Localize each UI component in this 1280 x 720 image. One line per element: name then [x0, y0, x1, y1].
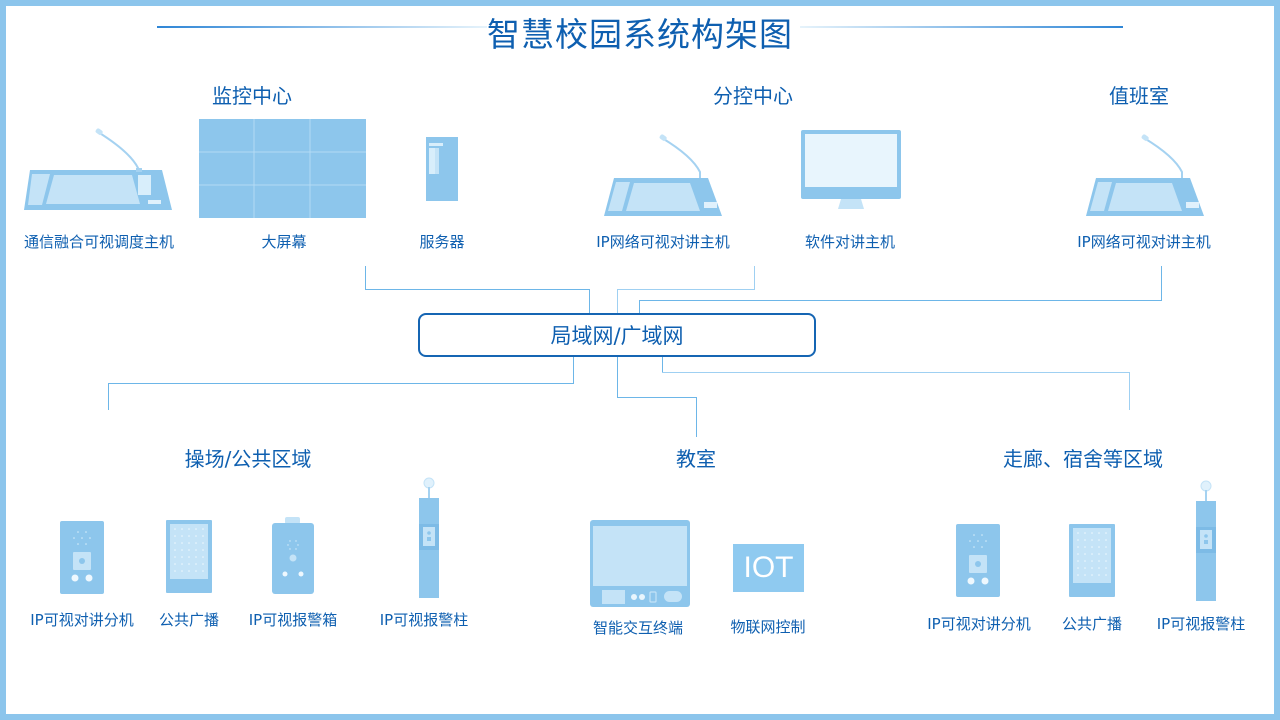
speaker-icon	[1069, 524, 1115, 597]
connector-line	[639, 300, 640, 313]
device-label-software-intercom-host: 软件对讲主机	[804, 233, 896, 251]
section-title-corridor-dorm: 走廊、宿舍等区域	[1003, 447, 1163, 471]
connector-line	[1129, 372, 1130, 410]
alarm-box-icon	[272, 517, 314, 594]
device-label-intercom-extension: IP可视对讲分机	[30, 611, 134, 629]
section-title-classroom: 教室	[676, 447, 716, 471]
device-label-iot-control: 物联网控制	[730, 618, 806, 636]
alarm-pillar-icon	[419, 477, 439, 598]
diagram-title: 智慧校园系统构架图	[487, 15, 793, 54]
section-title-duty-room: 值班室	[1109, 84, 1169, 108]
device-label-dispatch-console: 通信融合可视调度主机	[23, 233, 175, 251]
iot-icon-text: IOT	[743, 551, 794, 584]
connector-line	[617, 289, 618, 313]
speaker-icon	[166, 520, 212, 593]
device-label-alarm-pillar: IP可视报警柱	[1156, 615, 1246, 633]
connector-line	[696, 397, 697, 437]
intercom-panel-icon	[956, 524, 1000, 597]
section-title-playground: 操场/公共区域	[184, 447, 312, 471]
connector-line	[617, 357, 618, 398]
device-label-public-broadcast: 公共广播	[1061, 615, 1123, 633]
network-hub-label: 局域网/广域网	[550, 324, 684, 348]
connector-line	[108, 383, 109, 410]
connector-line	[639, 300, 1162, 301]
connector-line	[108, 383, 574, 384]
intercom-console-icon	[1086, 134, 1204, 216]
intercom-panel-icon	[60, 521, 104, 594]
connector-line	[617, 289, 755, 290]
alarm-pillar-icon	[1196, 480, 1216, 601]
device-label-alarm-pillar: IP可视报警柱	[379, 611, 469, 629]
iot-icon: IOT	[733, 544, 804, 592]
device-label-intercom-extension: IP可视对讲分机	[927, 615, 1031, 633]
dispatch-console-icon	[24, 128, 172, 210]
section-title-monitoring-center: 监控中心	[212, 84, 292, 108]
device-label-server: 服务器	[419, 233, 465, 251]
connector-line	[617, 397, 697, 398]
monitor-icon	[801, 130, 901, 209]
intercom-console-icon	[604, 134, 722, 216]
device-label-interactive-terminal: 智能交互终端	[592, 619, 684, 637]
device-label-public-broadcast: 公共广播	[158, 611, 220, 629]
connector-line	[1161, 266, 1162, 301]
diagram-canvas	[6, 6, 1274, 714]
section-title-sub-control-center: 分控中心	[713, 84, 793, 108]
title-decoration-left	[157, 26, 487, 28]
connector-line	[662, 372, 1130, 373]
video-wall-icon	[199, 119, 366, 218]
server-icon	[426, 137, 458, 201]
interactive-terminal-icon	[590, 520, 690, 607]
connector-line	[589, 289, 590, 313]
connector-line	[662, 357, 663, 373]
connector-line	[573, 357, 574, 384]
connector-line	[365, 289, 590, 290]
device-label-ip-intercom-host-sub: IP网络可视对讲主机	[596, 233, 730, 251]
device-label-alarm-box: IP可视报警箱	[248, 611, 338, 629]
connector-line	[754, 266, 755, 290]
device-label-video-wall: 大屏幕	[261, 233, 307, 251]
network-hub: 局域网/广域网	[418, 313, 816, 357]
title-decoration-right	[800, 26, 1123, 28]
connector-line	[365, 266, 366, 290]
device-label-ip-intercom-host-duty: IP网络可视对讲主机	[1077, 233, 1211, 251]
